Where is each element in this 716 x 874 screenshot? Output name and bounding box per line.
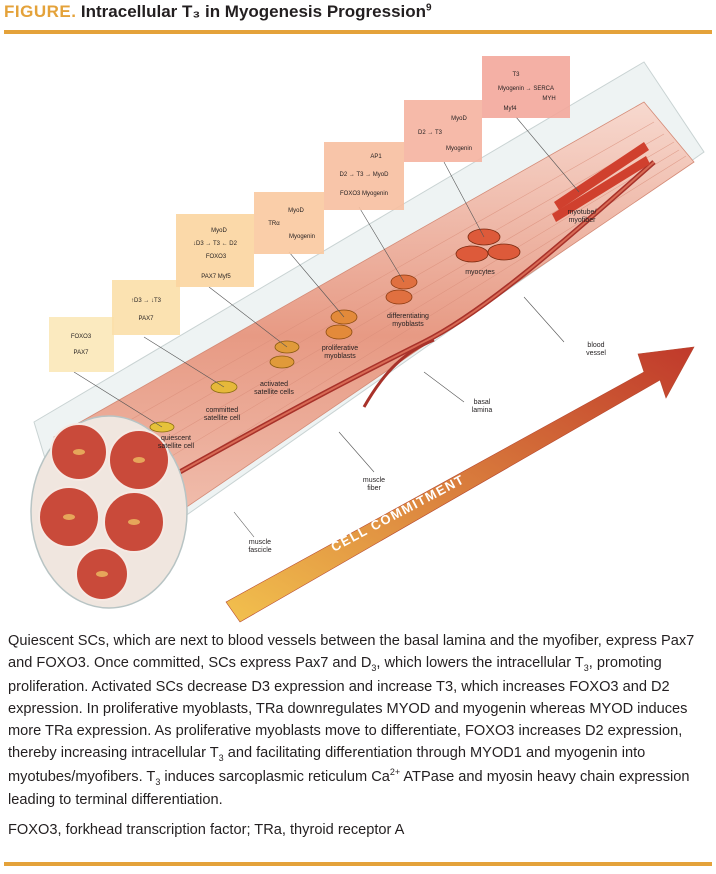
myocyte-2 (455, 245, 489, 263)
stage-box-1: FOXO3 PAX7 (49, 317, 114, 372)
stage-7-line-4: Myf4 (503, 106, 517, 112)
label-blood-vessel-1: blood (587, 342, 604, 349)
label-proliferative-2: myoblasts (324, 353, 356, 360)
caption-sub-3: 3 (218, 753, 224, 764)
label-committed-1: committed (206, 407, 238, 414)
stage-7-line-2: Myogenin → SERCA (498, 86, 554, 92)
stage-2-line-2: PAX7 (139, 316, 155, 322)
caption-s4: and facilitating differentiation through… (8, 745, 646, 785)
figure-title: Intracellular T₃ in Myogenesis Progressi… (81, 2, 432, 21)
label-proliferative-1: proliferative (322, 345, 358, 352)
label-myotube-1: myotube/ (568, 209, 597, 216)
caption-s3: , promoting proliferation. Activated SCs… (8, 655, 688, 762)
stage-box-2: ↑D3 → ↓T3 PAX7 (112, 280, 180, 335)
stage-3-line-2: ↓D3 → T3 ← D2 (193, 241, 238, 247)
stage-2-line-1: ↑D3 → ↓T3 (131, 298, 162, 304)
caption-paragraph: Quiescent SCs, which are next to blood v… (8, 630, 708, 811)
stage-box-4: MyoD TRα Myogenin (254, 192, 324, 254)
myotube-1 (554, 142, 649, 210)
figure-label: FIGURE. (4, 2, 77, 21)
myogenesis-diagram: CELL COMMITMENT FOXO3 PAX7 ↑D3 → ↓T3 PAX… (4, 42, 712, 628)
stage-4-line-3: Myogenin (289, 234, 315, 240)
stage-1-line-2: PAX7 (74, 350, 90, 356)
blood-vessel-highlight (143, 161, 655, 493)
figure-reference: 9 (426, 2, 432, 14)
blood-vessel-branch (362, 338, 435, 408)
label-quiescent-1: quiescent (161, 435, 191, 442)
label-activated-1: activated (260, 381, 288, 388)
stage-box-3: MyoD ↓D3 → T3 ← D2 FOXO3 PAX7 Myf5 (176, 214, 254, 287)
label-muscle-fiber-1: muscle (363, 477, 385, 484)
fascicle-highlights (63, 449, 145, 577)
caption-sup-5: 2+ (389, 766, 401, 777)
stage-3-line-3: FOXO3 (206, 254, 227, 260)
label-myotube-2: myofiber (569, 217, 597, 224)
stage-4-line-1: MyoD (288, 208, 304, 214)
caption-sub-1: 3 (371, 663, 377, 674)
label-differentiating-2: myoblasts (392, 321, 424, 328)
stage-3-line-1: MyoD (211, 228, 227, 234)
label-committed-2: satellite cell (204, 415, 241, 422)
cell-commitment-text: CELL COMMITMENT (328, 471, 467, 554)
stage-6-line-3: Myogenin (446, 146, 472, 152)
label-activated-2: satellite cells (254, 389, 294, 396)
cell-commitment-arrow (225, 346, 695, 623)
cell-labels: quiescent satellite cell committed satel… (158, 209, 606, 554)
stage-5-line-3: FOXO3 Myogenin (340, 191, 388, 197)
caption-sub-2: 3 (583, 663, 589, 674)
label-basal-lamina-1: basal (474, 399, 491, 406)
activated-cell-2 (269, 355, 295, 369)
caption-s2: , which lowers the intracellular T (376, 655, 584, 672)
diagram-svg: CELL COMMITMENT FOXO3 PAX7 ↑D3 → ↓T3 PAX… (30, 56, 705, 623)
label-myocytes: myocytes (465, 269, 495, 276)
footer-rule (4, 862, 712, 866)
leader-lines (73, 116, 580, 428)
stage-1-line-1: FOXO3 (71, 334, 92, 340)
stage-box-5: AP1 D2 → T3 → MyoD FOXO3 Myogenin (324, 142, 404, 210)
stage-7-line-1: T3 (512, 72, 520, 78)
caption-s6: ATPase and myosin heavy chain expression… (8, 768, 690, 809)
myotube-2 (552, 156, 650, 222)
striations (73, 121, 687, 533)
stage-7-line-3: MYH (542, 96, 555, 102)
label-muscle-fascicle-2: fascicle (248, 547, 271, 554)
label-differentiating-1: differentiating (387, 313, 429, 320)
figure-caption: Quiescent SCs, which are next to blood v… (8, 630, 708, 811)
stage-4-line-2: TRα (268, 221, 280, 227)
label-basal-lamina-2: lamina (472, 407, 493, 414)
label-quiescent-2: satellite cell (158, 443, 195, 450)
abbreviations: FOXO3, forkhead transcription factor; TR… (8, 822, 405, 838)
label-leaders (233, 296, 565, 538)
differentiating-cell-2 (385, 289, 413, 305)
stage-box-7: T3 Myogenin → SERCA MYH Myf4 (482, 56, 570, 118)
header-rule (4, 30, 712, 34)
figure-title-text: Intracellular T₃ in Myogenesis Progressi… (80, 2, 427, 21)
figure-header: FIGURE. Intracellular T₃ in Myogenesis P… (4, 2, 712, 28)
label-muscle-fascicle-1: muscle (249, 539, 271, 546)
stage-6-line-2: D2 → T3 (418, 130, 443, 136)
stage-box-6: MyoD D2 → T3 Myogenin (404, 100, 482, 162)
stage-3-line-4: PAX7 Myf5 (201, 274, 231, 280)
proliferative-cell-2 (325, 324, 353, 340)
stage-5-line-2: D2 → T3 → MyoD (340, 172, 390, 178)
label-blood-vessel-2: vessel (586, 350, 606, 357)
caption-sub-4: 3 (155, 776, 161, 787)
stage-5-line-1: AP1 (370, 154, 382, 160)
caption-s1: Quiescent SCs, which are next to blood v… (8, 633, 695, 672)
myocyte-3 (487, 243, 521, 261)
caption-s5: induces sarcoplasmic reticulum Ca (160, 768, 390, 785)
label-muscle-fiber-2: fiber (367, 485, 381, 492)
stage-6-line-1: MyoD (451, 116, 467, 122)
